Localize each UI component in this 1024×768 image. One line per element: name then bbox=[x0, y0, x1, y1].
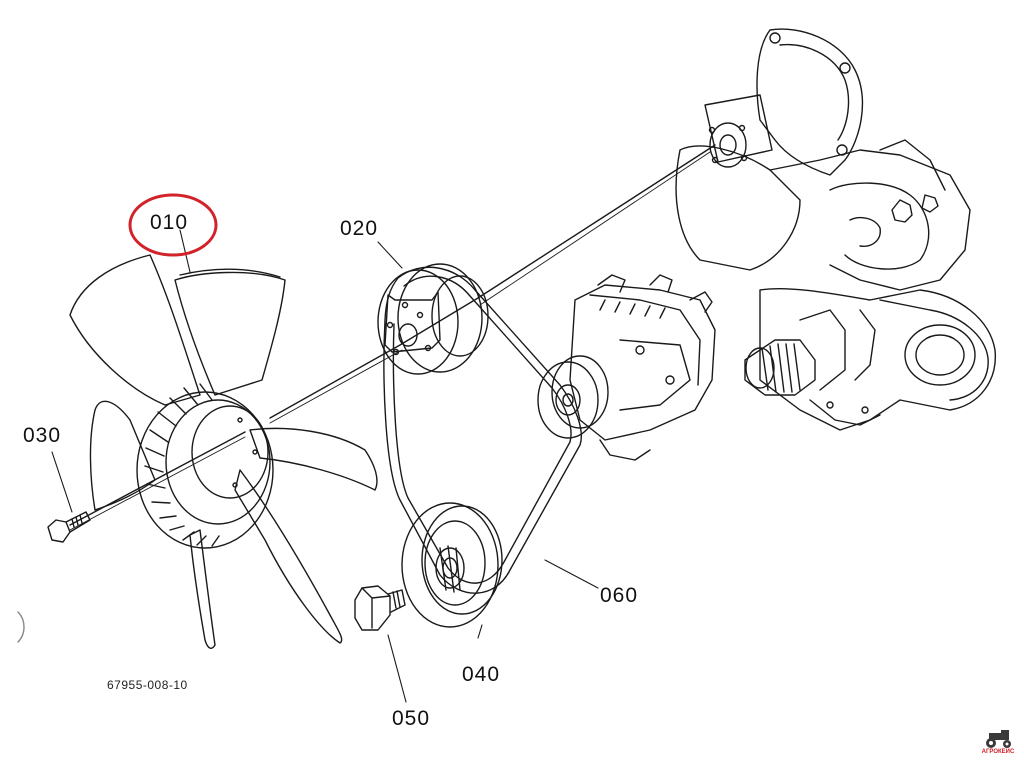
watermark-text: АГРОКЕЙС bbox=[981, 749, 1015, 755]
callout-030: 030 bbox=[23, 424, 62, 447]
callout-010: 010 bbox=[150, 211, 189, 234]
edge-mark bbox=[17, 611, 25, 643]
crankshaft-bolt bbox=[354, 585, 406, 631]
callout-020: 020 bbox=[340, 217, 379, 240]
highlight-circle bbox=[128, 193, 218, 257]
cooling-fan bbox=[69, 254, 378, 649]
drawing-code: 67955-008-10 bbox=[107, 678, 188, 692]
fan-pulley bbox=[377, 263, 489, 375]
callout-040: 040 bbox=[462, 663, 501, 686]
engine-block bbox=[675, 28, 996, 431]
crankshaft-pulley bbox=[401, 502, 503, 628]
tractor-icon bbox=[986, 730, 1011, 748]
callout-050: 050 bbox=[392, 707, 431, 730]
v-belt bbox=[383, 266, 582, 594]
leader-lines bbox=[51, 229, 599, 703]
callout-060: 060 bbox=[600, 584, 639, 607]
watermark-logo: АГРОКЕЙС bbox=[975, 727, 1021, 763]
fan-bolt bbox=[47, 511, 91, 543]
alternator bbox=[537, 274, 716, 461]
